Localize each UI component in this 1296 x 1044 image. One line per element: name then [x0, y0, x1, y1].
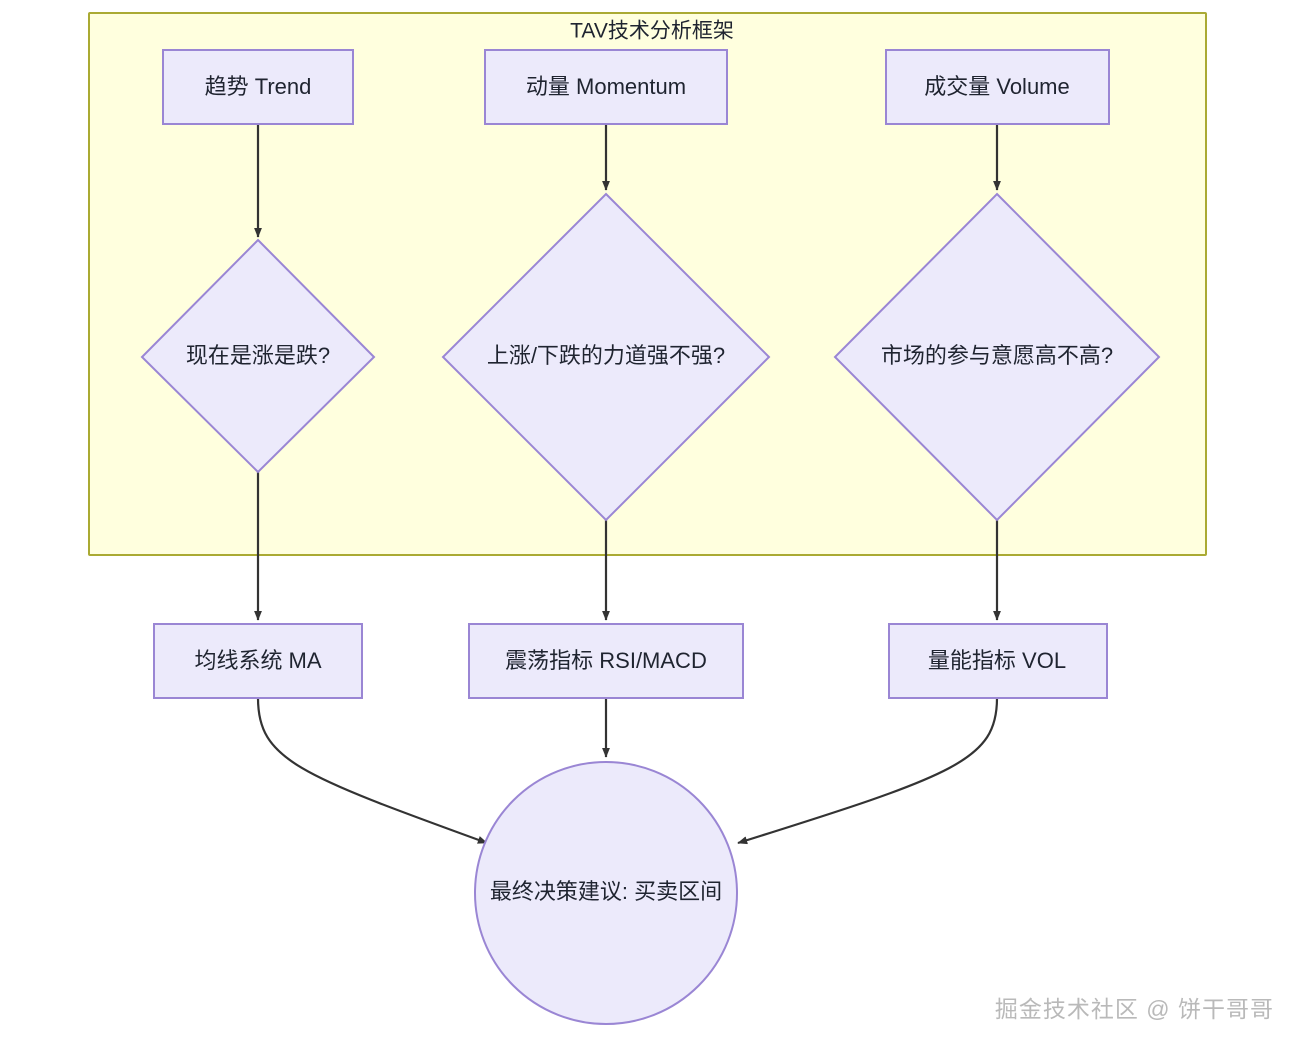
edge-ma-to-decision: [256, 697, 488, 845]
node-question-momentum-shape[interactable]: [441, 192, 771, 522]
node-vol-shape[interactable]: [888, 623, 1108, 699]
node-rsi-label: 震荡指标 RSI/MACD: [505, 648, 707, 673]
node-decision-label: 最终决策建议: 买卖区间: [490, 879, 722, 904]
node-ma-shape[interactable]: [153, 623, 363, 699]
node-trend-label: 趋势 Trend: [205, 74, 312, 99]
node-vol[interactable]: 量能指标 VOL: [888, 623, 1108, 699]
node-trend-shape[interactable]: [162, 49, 354, 125]
node-question-volume-shape[interactable]: [833, 192, 1161, 522]
node-volume-label: 成交量 Volume: [924, 74, 1070, 99]
watermark-text: 掘金技术社区 @ 饼干哥哥: [994, 996, 1274, 1022]
node-momentum[interactable]: 动量 Momentum: [484, 49, 728, 125]
node-decision[interactable]: 最终决策建议: 买卖区间: [474, 761, 738, 1025]
node-momentum-label: 动量 Momentum: [526, 74, 686, 99]
cluster-title: TAV技术分析框架: [570, 20, 734, 43]
node-decision-shape[interactable]: [474, 761, 738, 1025]
node-question-volume-label: 市场的参与意愿高不高?: [881, 343, 1113, 368]
edge-vol-to-decision: [737, 697, 999, 845]
node-trend[interactable]: 趋势 Trend: [162, 49, 354, 125]
node-vol-label: 量能指标 VOL: [928, 648, 1066, 673]
node-question-volume[interactable]: 市场的参与意愿高不高?: [833, 192, 1161, 522]
node-question-trend-shape[interactable]: [140, 238, 376, 474]
node-question-momentum-label: 上涨/下跌的力道强不强?: [487, 343, 725, 368]
node-question-trend[interactable]: 现在是涨是跌?: [140, 238, 376, 474]
node-rsi[interactable]: 震荡指标 RSI/MACD: [468, 623, 744, 699]
node-question-momentum[interactable]: 上涨/下跌的力道强不强?: [441, 192, 771, 522]
node-ma-label: 均线系统 MA: [194, 648, 321, 673]
edge-layer: [254, 124, 1001, 845]
node-question-trend-label: 现在是涨是跌?: [186, 343, 330, 368]
node-momentum-shape[interactable]: [484, 49, 728, 125]
node-volume-shape[interactable]: [885, 49, 1110, 125]
node-rsi-shape[interactable]: [468, 623, 744, 699]
node-volume[interactable]: 成交量 Volume: [885, 49, 1110, 125]
node-ma[interactable]: 均线系统 MA: [153, 623, 363, 699]
